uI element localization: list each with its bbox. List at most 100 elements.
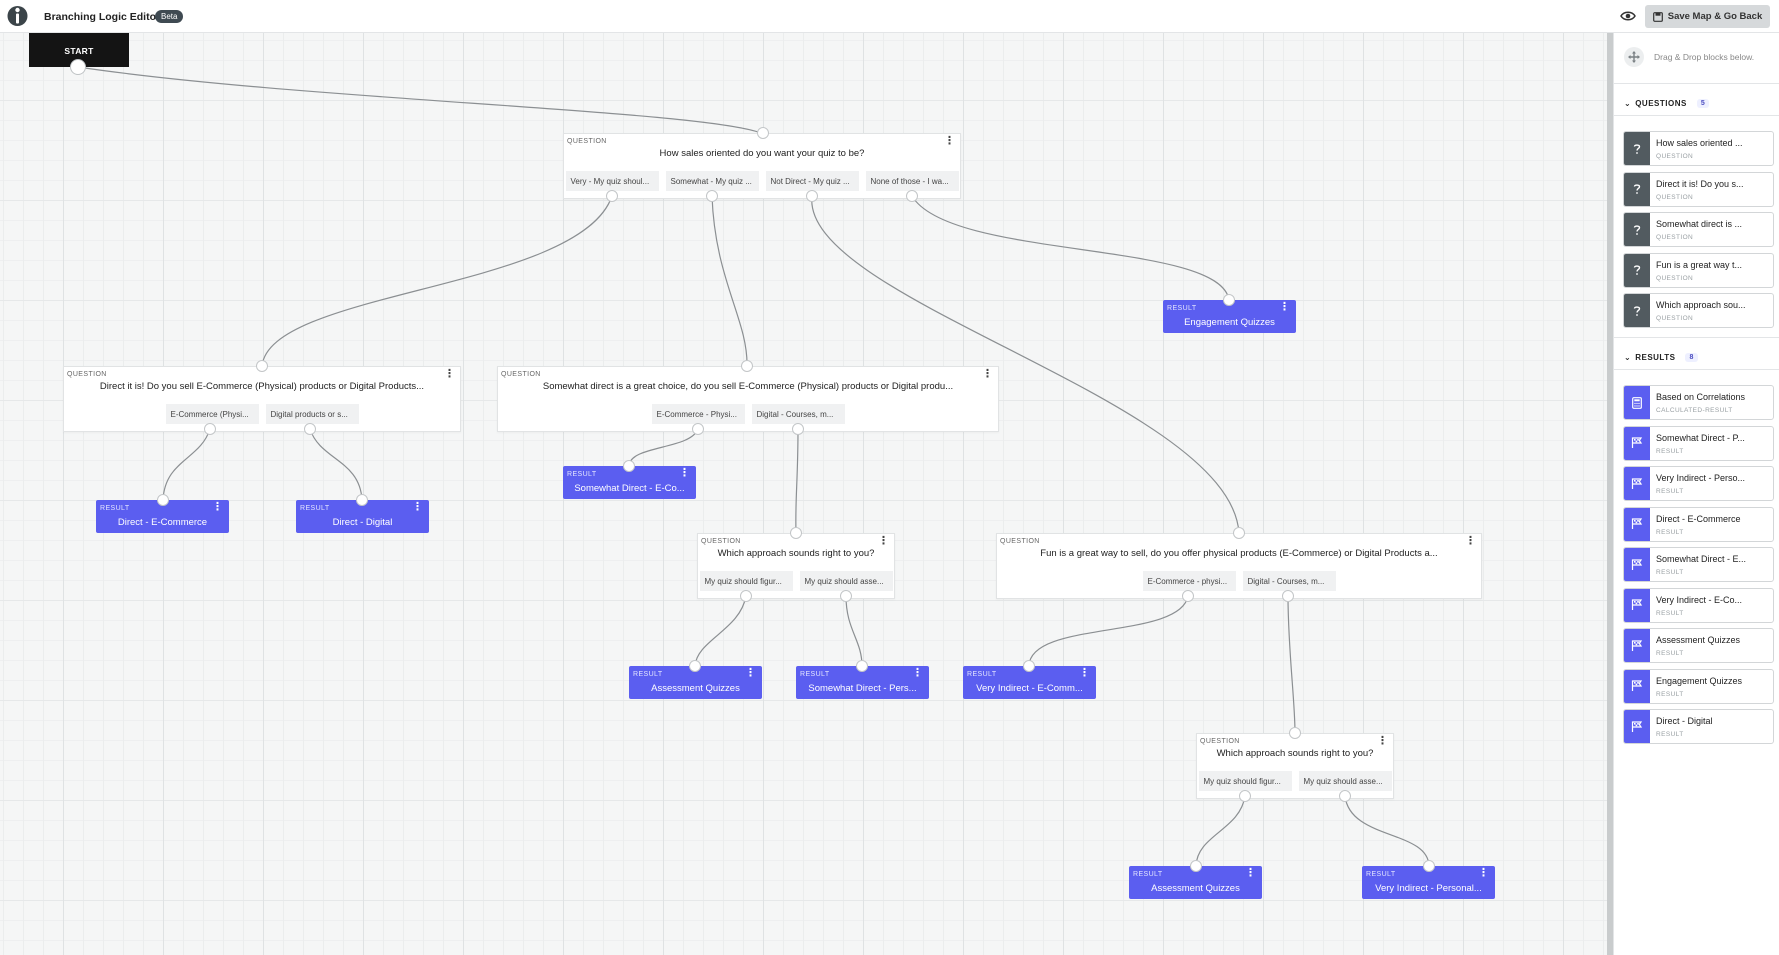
output-port[interactable] [204,423,216,435]
node-menu-icon[interactable]: ⋮ [212,501,223,513]
palette-question-card[interactable]: Fun is a great way t...QUESTION [1623,252,1774,288]
output-port[interactable] [792,423,804,435]
answer-option[interactable]: E-Commerce - physi... [1142,571,1236,591]
node-menu-icon[interactable]: ⋮ [1478,867,1489,879]
node-menu-icon[interactable]: ⋮ [745,667,756,679]
node-menu-icon[interactable]: ⋮ [912,667,923,679]
question-node-q2[interactable]: QUESTION ⋮ Direct it is! Do you sell E-C… [63,366,461,432]
drag-hint: Drag & Drop blocks below. [1624,47,1754,67]
card-type: RESULT [1656,488,1684,495]
output-port[interactable] [606,190,618,202]
card-label: Somewhat Direct - E... [1656,554,1747,564]
input-port[interactable] [356,494,368,506]
output-port[interactable] [1239,790,1251,802]
answer-option[interactable]: E-Commerce - Physi... [651,404,745,424]
output-port[interactable] [1282,590,1294,602]
input-port[interactable] [1233,527,1245,539]
node-menu-icon[interactable]: ⋮ [1245,867,1256,879]
palette-result-card[interactable]: Somewhat Direct - E...RESULT [1623,547,1774,582]
output-port[interactable] [706,190,718,202]
input-port[interactable] [256,360,268,372]
output-port[interactable] [304,423,316,435]
answer-option[interactable]: My quiz should figur... [1198,771,1292,791]
palette-question-card[interactable]: Direct it is! Do you s...QUESTION [1623,171,1774,207]
question-node-q1[interactable]: QUESTION ⋮ How sales oriented do you wan… [563,133,961,199]
top-bar: Branching Logic Editor Beta Save Map & G… [0,0,1779,33]
answer-option[interactable]: Somewhat - My quiz ... [665,171,759,191]
wire-q6a2-very-ind-pers [1344,795,1430,867]
palette-question-card[interactable]: Somewhat direct is ...QUESTION [1623,212,1774,247]
input-port[interactable] [157,494,169,506]
output-port[interactable] [906,190,918,202]
input-port[interactable] [1423,860,1435,872]
node-menu-icon[interactable]: ⋮ [1465,535,1476,547]
node-kind-label: RESULT [1366,871,1396,878]
card-type: QUESTION [1656,153,1694,160]
output-port[interactable] [740,590,752,602]
question-node-q3[interactable]: QUESTION ⋮ Somewhat direct is a great ch… [497,366,999,432]
save-icon [1652,11,1663,22]
answer-option[interactable]: Digital - Courses, m... [1242,571,1336,591]
start-node[interactable]: START [29,33,129,67]
node-menu-icon[interactable]: ⋮ [1079,667,1090,679]
question-node-q6[interactable]: QUESTION ⋮ Which approach sounds right t… [1196,733,1394,799]
wire-q1a2-q3 [711,195,748,367]
node-menu-icon[interactable]: ⋮ [1279,301,1290,313]
questions-section-toggle[interactable]: ⌄ QUESTIONS 5 [1624,99,1710,108]
input-port[interactable] [1289,727,1301,739]
node-menu-icon[interactable]: ⋮ [1377,735,1388,747]
answer-option[interactable]: Not Direct - My quiz ... [765,171,859,191]
answer-option[interactable]: Digital products or s... [265,404,359,424]
answer-option[interactable]: My quiz should asse... [1298,771,1392,791]
output-port[interactable] [806,190,818,202]
answer-option[interactable]: E-Commerce (Physi... [165,404,259,424]
flag-icon [1624,710,1650,743]
output-port[interactable] [840,590,852,602]
result-node-somewhat-ecommerce[interactable]: RESULT ⋮ Somewhat Direct - E-Co... [563,466,696,499]
start-port[interactable] [70,59,86,75]
result-node-somewhat-personal[interactable]: RESULT ⋮ Somewhat Direct - Pers... [796,666,929,699]
palette-question-card[interactable]: Which approach sou...QUESTION [1623,293,1774,328]
input-port[interactable] [1223,294,1235,306]
answer-option[interactable]: My quiz should figur... [699,571,793,591]
answer-option[interactable]: Digital - Courses, m... [751,404,845,424]
results-section-toggle[interactable]: ⌄ RESULTS 8 [1624,353,1698,362]
node-menu-icon[interactable]: ⋮ [679,467,690,479]
input-port[interactable] [1190,860,1202,872]
palette-result-card[interactable]: Very Indirect - Perso...RESULT [1623,466,1774,501]
input-port[interactable] [623,460,635,472]
palette-result-card[interactable]: Very Indirect - E-Co...RESULT [1623,587,1774,623]
save-map-button[interactable]: Save Map & Go Back [1645,5,1770,28]
preview-eye-icon[interactable] [1620,8,1636,24]
palette-result-card[interactable]: Somewhat Direct - P...RESULT [1623,425,1774,461]
input-port[interactable] [757,127,769,139]
node-menu-icon[interactable]: ⋮ [982,368,993,380]
answer-option[interactable]: None of those - I wa... [865,171,959,191]
output-port[interactable] [1339,790,1351,802]
node-menu-icon[interactable]: ⋮ [878,535,889,547]
input-port[interactable] [689,660,701,672]
answer-option[interactable]: My quiz should asse... [799,571,893,591]
palette-question-card[interactable]: How sales oriented ...QUESTION [1623,131,1774,166]
question-node-q5[interactable]: QUESTION ⋮ Fun is a great way to sell, d… [996,533,1482,599]
output-port[interactable] [1182,590,1194,602]
question-node-q4[interactable]: QUESTION ⋮ Which approach sounds right t… [697,533,895,599]
input-port[interactable] [1023,660,1035,672]
node-menu-icon[interactable]: ⋮ [412,501,423,513]
input-port[interactable] [856,660,868,672]
output-port[interactable] [692,423,704,435]
input-port[interactable] [741,360,753,372]
input-port[interactable] [790,527,802,539]
answer-option[interactable]: Very - My quiz shoul... [565,171,659,191]
canvas-scrollbar[interactable] [1607,33,1613,955]
card-label: Very Indirect - E-Co... [1656,594,1743,605]
node-menu-icon[interactable]: ⋮ [944,135,955,147]
node-menu-icon[interactable]: ⋮ [444,368,455,380]
logic-canvas[interactable] [0,33,1608,955]
result-node-engagement[interactable]: RESULT ⋮ Engagement Quizzes [1163,300,1296,333]
